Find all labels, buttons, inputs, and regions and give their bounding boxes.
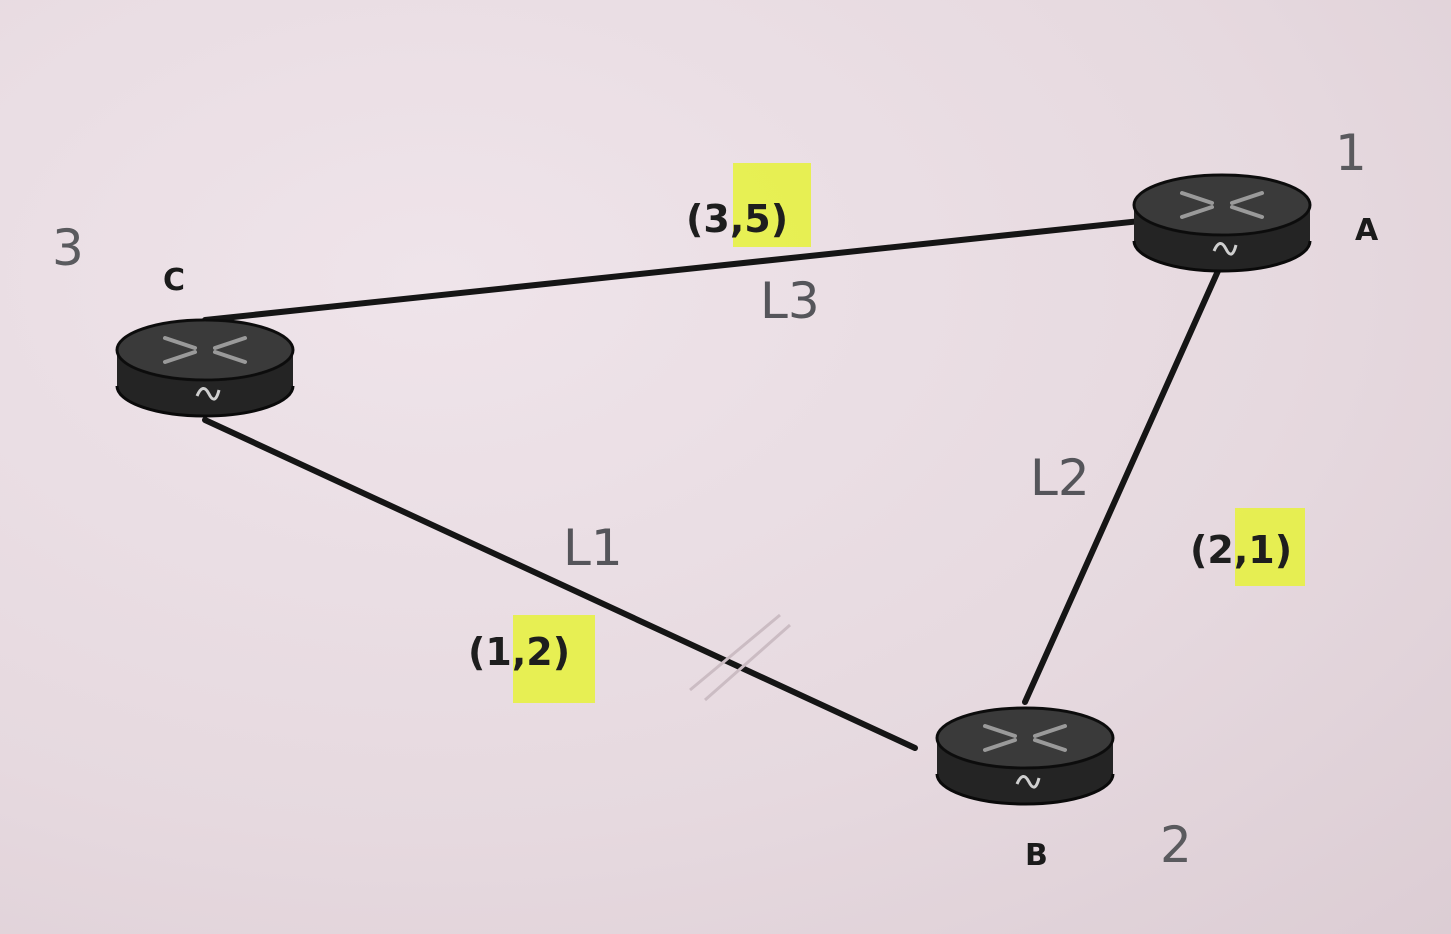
router-B-icon[interactable]	[935, 706, 1115, 806]
link-L3-name: L3	[760, 272, 820, 330]
highlight-L3-cost	[733, 163, 811, 247]
link-L1-name: L1	[563, 519, 623, 577]
router-A-label: A	[1355, 213, 1379, 248]
link-L2-cost: (2,1)	[1190, 528, 1292, 572]
highlight-L1-cost	[513, 615, 595, 703]
router-A-icon[interactable]	[1132, 173, 1312, 273]
link-L2-name: L2	[1030, 449, 1090, 507]
router-B-label: B	[1025, 838, 1048, 873]
link-L3-cost: (3,5)	[686, 197, 788, 241]
router-A-annotation: 1	[1335, 124, 1367, 182]
highlight-L2-cost	[1235, 508, 1305, 586]
link-L1-line	[202, 417, 918, 751]
link-L1-cost: (1,2)	[468, 630, 570, 674]
router-C-icon[interactable]	[115, 318, 295, 418]
router-C-label: C	[163, 263, 185, 298]
pencil-mark	[689, 613, 791, 702]
router-B-annotation: 2	[1160, 816, 1192, 874]
link-L3-line	[202, 217, 1153, 323]
router-C-annotation: 3	[52, 219, 84, 277]
link-L2-line	[1022, 259, 1225, 705]
